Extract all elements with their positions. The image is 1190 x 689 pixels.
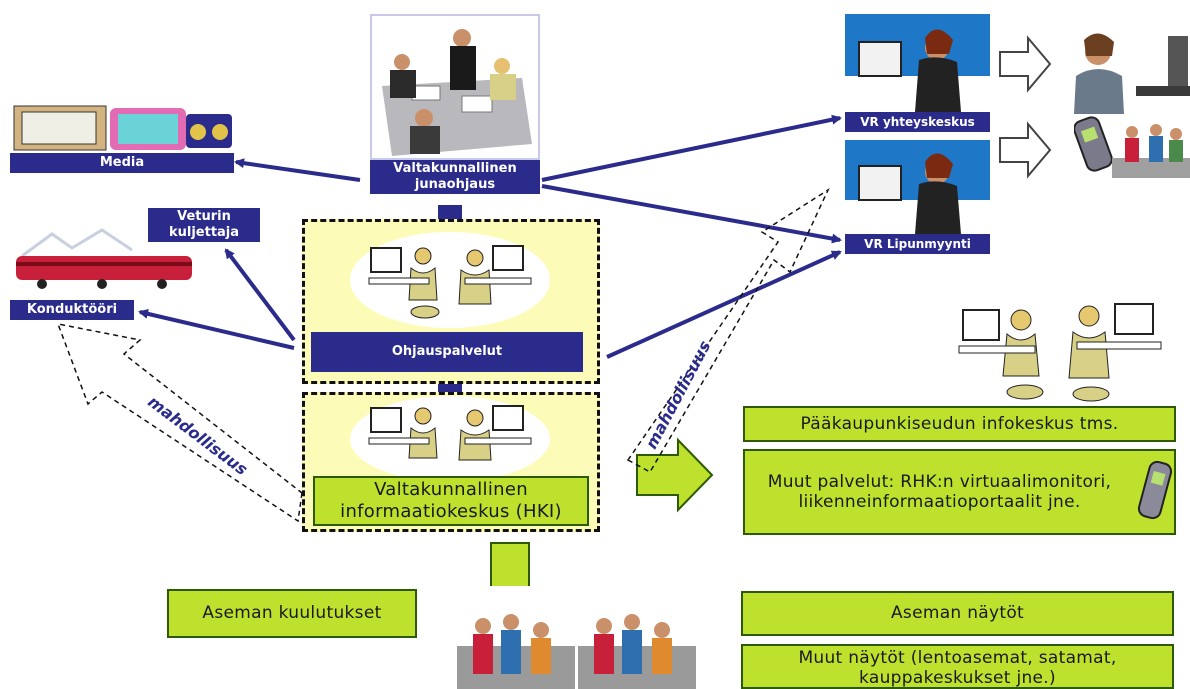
call-center-clipart-icon [845, 14, 990, 112]
muut-palvelut-box: Muut palvelut: RHK:n virtuaalimonitori, … [743, 449, 1176, 535]
arrow-to-veturin [224, 248, 296, 342]
arrow-to-vr-yhteys [541, 114, 842, 182]
muut-naytot-box: Muut näytöt (lentoasemat, satamat, kaupp… [741, 644, 1174, 689]
paakaupunki-box: Pääkaupunkiseudun infokeskus tms. [743, 406, 1176, 442]
media-label: Media [10, 153, 234, 173]
arrow-to-vr-lipun [541, 184, 842, 244]
konduktoori-label: Konduktööri [10, 300, 134, 320]
outline-arrow-icon [999, 121, 1052, 179]
vr-yhteys-label: VR yhteyskeskus [845, 112, 990, 132]
call-center-clipart-icon [845, 140, 990, 234]
dashed-arrow-right [626, 187, 830, 474]
station-passengers-clipart-icon [578, 586, 696, 689]
meeting-clipart-icon [370, 14, 540, 160]
ohjaus-label: Ohjauspalvelut [311, 332, 583, 372]
media-clipart-icon [10, 96, 234, 154]
dashed-arrow-left [56, 323, 303, 523]
aseman-naytot-box: Aseman näytöt [741, 591, 1174, 636]
station-passengers-clipart-icon [457, 586, 575, 689]
vr-lipun-label: VR Lipunmyynti [845, 234, 990, 254]
train-clipart-icon [12, 226, 202, 298]
arrow-to-konduktoori [138, 308, 295, 350]
info-center-label: Valtakunnallinen informaatiokeskus (HKI) [313, 476, 589, 526]
aseman-kuulutukset-box: Aseman kuulutukset [167, 589, 417, 638]
station-passengers-clipart-icon [1112, 118, 1190, 178]
green-arrow-right [636, 437, 714, 513]
arrow-to-media [234, 158, 361, 182]
customer-phone-clipart-icon [1062, 26, 1190, 114]
center-top-label: Valtakunnallinen junaohjaus [370, 160, 540, 194]
arrow-ohjaus-to-vr [606, 250, 842, 359]
veturin-label: Veturin kuljettaja [148, 208, 260, 242]
outline-arrow-icon [999, 35, 1052, 93]
